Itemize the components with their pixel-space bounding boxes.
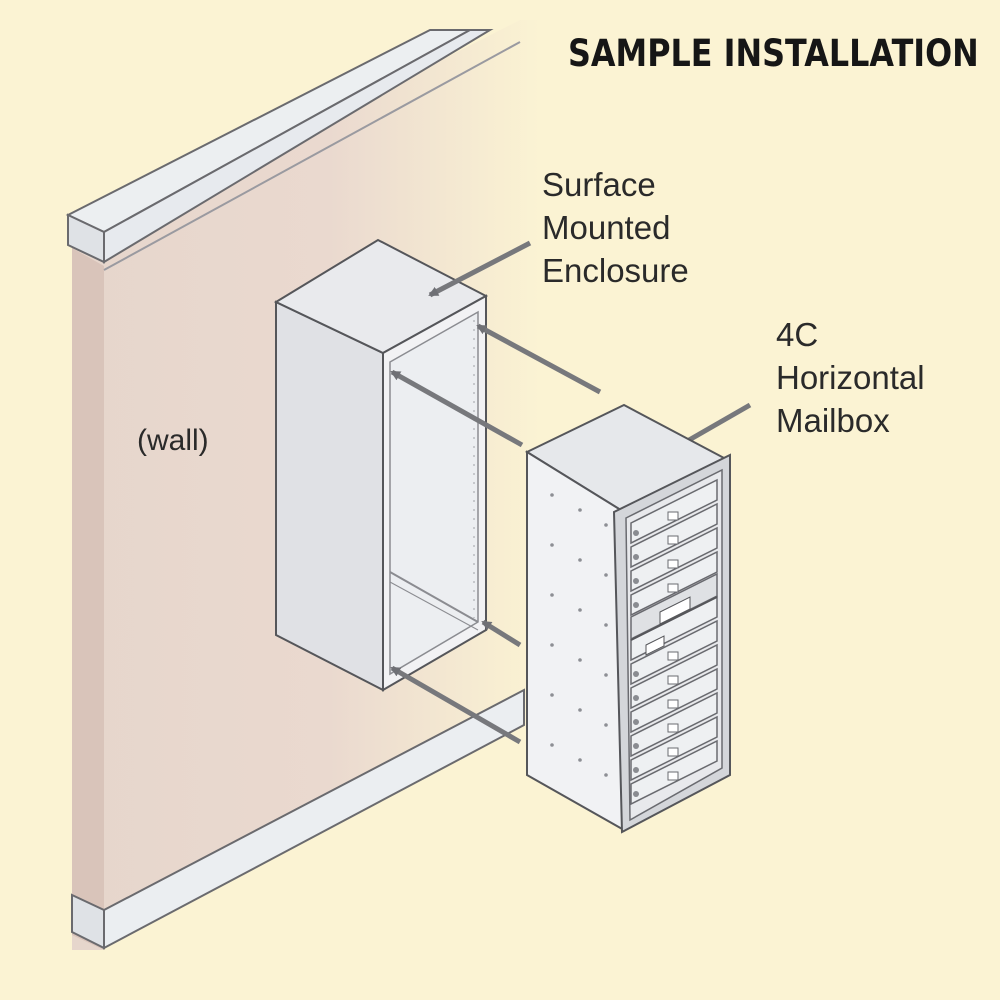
enclosure — [273, 238, 489, 692]
enclosure-label-line-1: Surface — [542, 166, 656, 203]
mailbox — [524, 403, 731, 834]
arrow-lower-left — [390, 665, 522, 745]
arrow-upper-left — [390, 369, 524, 448]
arrow-lower-right — [481, 619, 522, 648]
enclosure-label: Surface Mounted Enclosure — [542, 163, 689, 292]
mailbox-label-line-3: Mailbox — [776, 402, 890, 439]
mailbox-label: 4C Horizontal Mailbox — [776, 313, 925, 442]
wall-side-edge — [72, 248, 104, 950]
mailbox-label-line-1: 4C — [776, 316, 819, 353]
enclosure-label-line-3: Enclosure — [542, 252, 689, 289]
enclosure-side — [275, 300, 384, 692]
enclosure-label-line-2: Mounted — [542, 209, 671, 246]
diagram-title: SAMPLE INSTALLATION — [568, 32, 979, 75]
arrow-to-enclosure-top — [428, 240, 532, 298]
mailbox-label-line-2: Horizontal — [776, 359, 925, 396]
mailbox-side — [526, 450, 625, 832]
wall-label: (wall) — [137, 424, 209, 457]
arrow-upper-right — [476, 323, 602, 395]
arrows — [390, 240, 752, 745]
